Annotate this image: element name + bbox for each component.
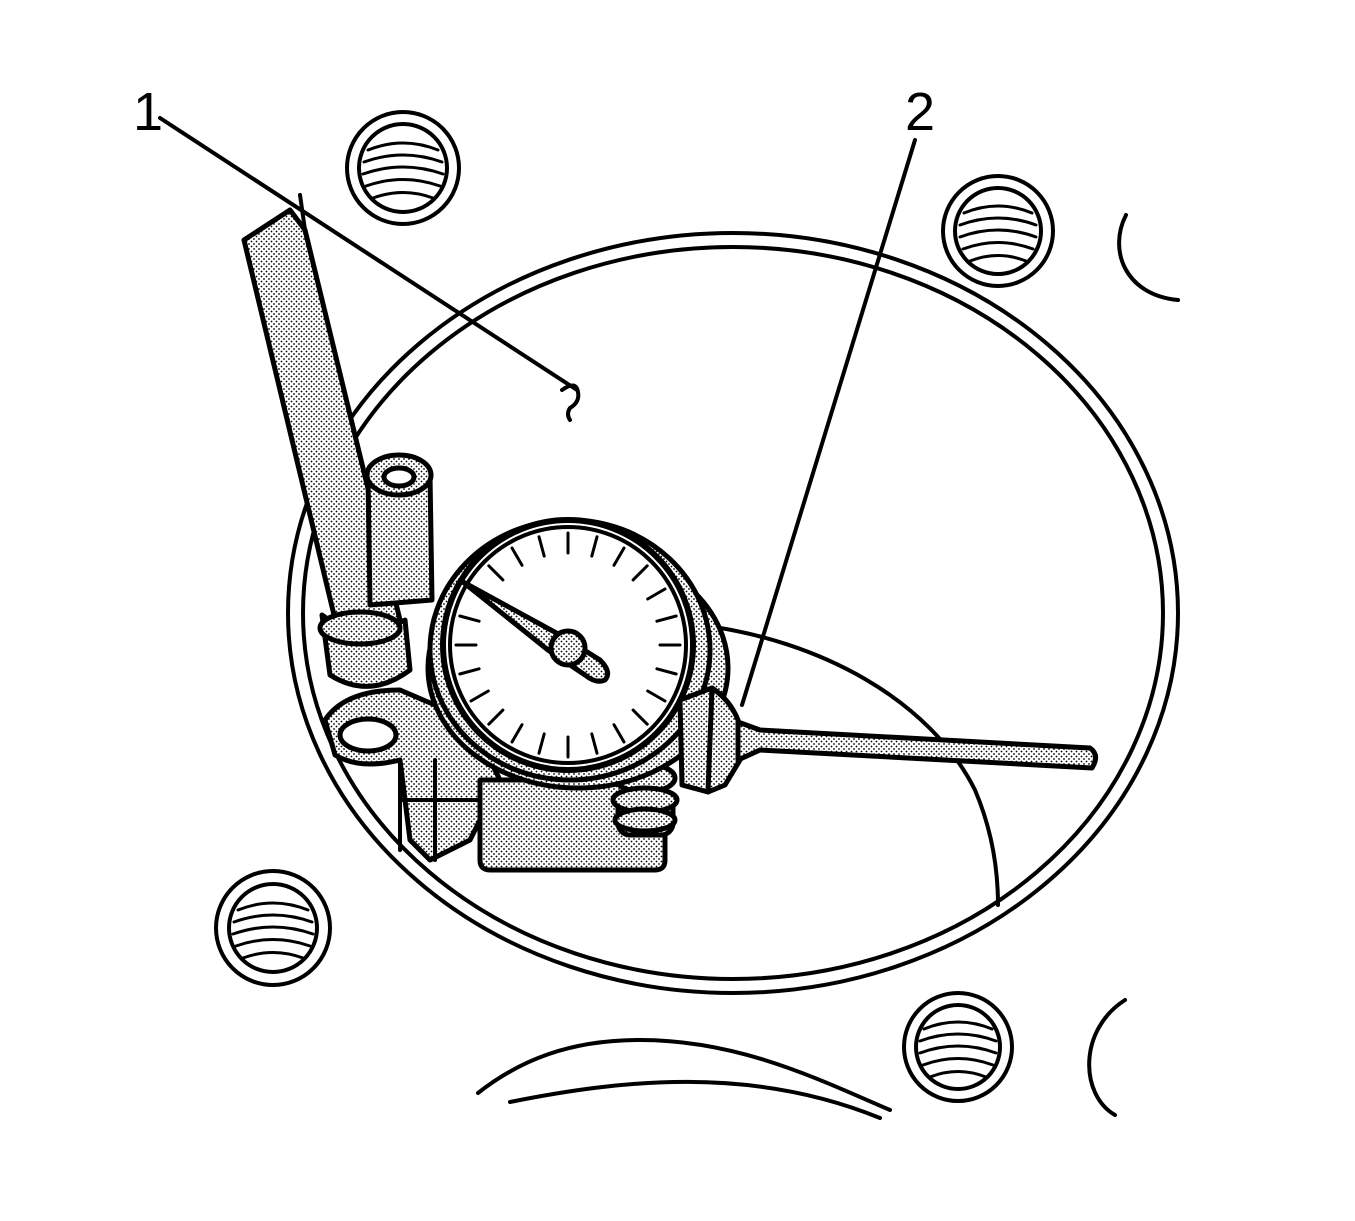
leader-line-1 [158,116,579,392]
dial-tick [487,708,505,726]
dial-indicator [425,517,731,791]
dial-tick [655,667,678,676]
callout-label-1: 1 [133,82,163,142]
dial-tick [458,614,481,623]
dial-needle-hub [548,628,588,668]
dial-tick [631,708,649,726]
dial-tick [458,667,481,676]
bore-outer-ring [286,231,1180,995]
bolt-hole-bottom-right [902,991,1014,1103]
arc-upper-right [1117,213,1180,302]
bore-inner-contour [698,623,1000,907]
plunger-collar [677,685,743,795]
arc-lower-right [1087,998,1127,1117]
bore-inner-ring [301,245,1165,981]
rod-clamp [317,609,413,689]
holder-post [364,452,435,608]
dial-tick [469,689,490,703]
casting-curve-2 [508,1079,882,1120]
bolt-hole-top-left [345,110,461,226]
dial-tick [590,535,599,558]
bolt-hole-top-right [941,174,1055,288]
dial-tick [612,723,626,744]
dial-tick [537,535,546,558]
callout-label-2: 2 [905,82,935,142]
bolt-hole-bottom-left [214,869,332,987]
dial-tick [510,723,524,744]
leader-line-2 [740,138,917,707]
casting-curve-1 [476,1038,892,1112]
dial-tick [510,546,524,567]
dial-tick [487,564,505,582]
dial-tick [646,587,667,601]
dial-tick [590,732,599,755]
plunger-rod [735,719,1098,771]
dial-tick [655,614,678,623]
extension-rod [241,207,403,643]
dial-tick [646,689,667,703]
dial-tick [631,564,649,582]
dial-tick [612,546,626,567]
dial-tick [537,732,546,755]
